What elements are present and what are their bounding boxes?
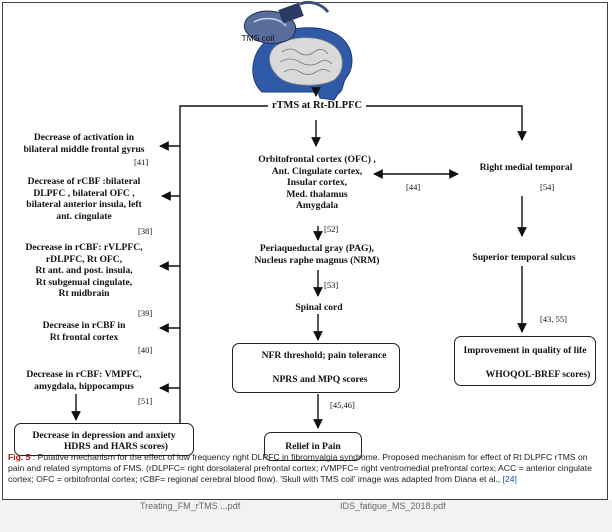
caption-text: : Putative mechanism for the effect of l… [8, 452, 592, 485]
left-cite-3: [39] [138, 308, 153, 318]
center-cite-2: [53] [324, 280, 339, 290]
top-to-left-branch-line [179, 105, 268, 437]
center-node-3: Spinal cord [295, 302, 343, 313]
center-outcome-line1: NFR threshold; pain tolerance [261, 350, 387, 361]
left-node-1: Decrease of activation in bilateral midd… [23, 132, 145, 155]
right-cite-1: [54] [540, 182, 555, 192]
left-cite-1: [41] [134, 157, 149, 167]
center-outcome-box [232, 343, 400, 393]
top-to-right-arrow [366, 105, 527, 141]
caption-label: Fig. 5 [8, 452, 31, 462]
left-outcome-line1: Decrease in depression and anxiety [32, 430, 176, 441]
left-node-2: Decrease of rCBF :bilateral DLPFC , bila… [26, 176, 142, 222]
left-node-4: Decrease in rCBF in Rt frontal cortex [42, 320, 126, 343]
left-outcome-box [14, 423, 194, 456]
relief-box [264, 432, 362, 461]
center-outcome-line2: NPRS and MPQ scores [272, 374, 368, 385]
right-outcome-box [454, 336, 596, 386]
top-node-rtms: rTMS at Rt-DLPFC [271, 100, 363, 111]
left-outcome-line2: HDRS and HARS scores) [63, 441, 169, 452]
caption-ref-link[interactable]: [24] [502, 474, 517, 485]
right-node-2: Superior temporal sulcus [472, 252, 576, 263]
viewer-tab-strip: Treating_FM_rTMS ...pdf IDS_fatigue_MS_2… [0, 500, 612, 532]
center-node-2: Periaqueductal gray (PAG), Nucleus raphe… [254, 243, 380, 266]
left-cite-2: [38] [138, 226, 153, 236]
figure-caption: Fig. 5 : Putative mechanism for the effe… [8, 452, 602, 486]
left-node-3: Decrease in rCBF: rVLPFC, rDLPFC, Rt OFC… [25, 242, 143, 299]
right-cite-2: [43, 55] [540, 314, 567, 324]
right-outcome-line2: WHOQOL-BREF scores) [485, 369, 591, 380]
right-outcome-line1: Improvement in quality of life [463, 345, 587, 356]
viewer-tab-2[interactable]: IDS_fatigue_MS_2018.pdf [340, 501, 446, 511]
center-cross-cite: [44] [406, 182, 421, 192]
viewer-tab-1[interactable]: Treating_FM_rTMS ...pdf [140, 501, 241, 511]
center-node-1: Orbitofrontal cortex (OFC) , Ant. Cingul… [258, 154, 376, 211]
center-cite-3: [45,46] [330, 400, 355, 410]
left-cite-4: [40] [138, 345, 153, 355]
relief-text: Relief in Pain [285, 441, 341, 452]
left-cite-5: [51] [138, 396, 153, 406]
skull-with-tms-coil-image [243, 0, 353, 101]
center-cite-1: [52] [324, 224, 339, 234]
right-node-1: Right medial temporal [479, 162, 573, 173]
left-node-5: Decrease in rCBF: VMPFC, amygdala, hippo… [26, 369, 142, 392]
tms-coil-label: TMS coil [241, 33, 275, 43]
connectors [71, 87, 527, 437]
